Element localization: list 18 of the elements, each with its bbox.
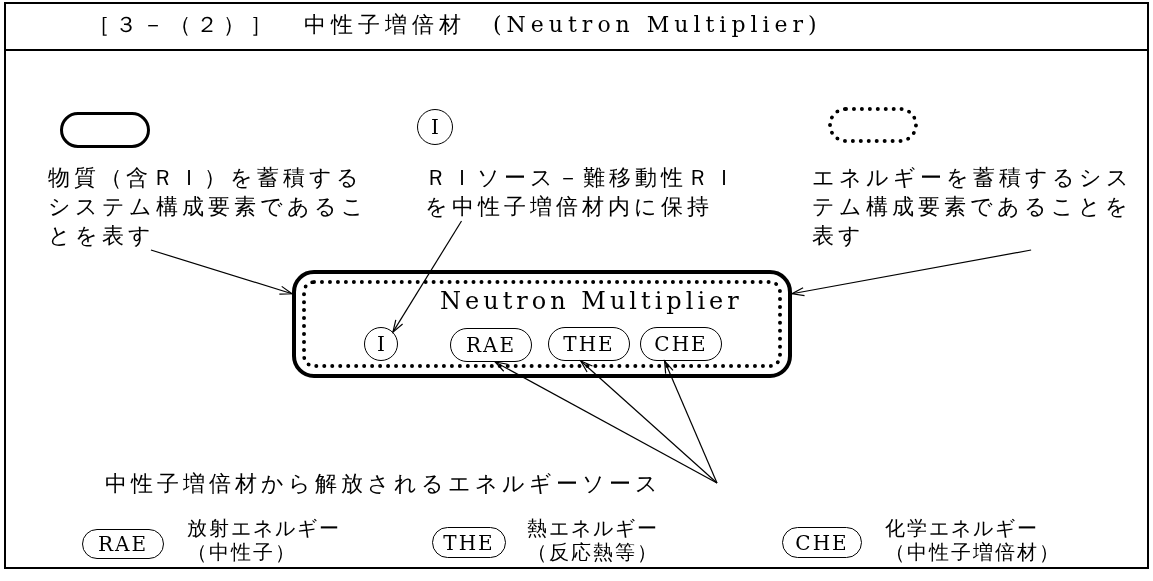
leader-arrow [494, 361, 718, 484]
description-text: エネルギーを蓄積するシステム構成要素であることを表す [812, 163, 1144, 250]
leader-arrow [150, 249, 293, 295]
description-text: ＲＩソース－難移動性ＲＩを中性子増倍材内に保持 [425, 163, 757, 221]
material-store-symbol [60, 112, 150, 148]
energy-description: 放射エネルギー（中性子） [187, 516, 342, 564]
description-text: 物質（含ＲＩ）を蓄積するシステム構成要素であることを表す [48, 163, 380, 250]
leader-arrow [791, 249, 1032, 297]
description-text: 中性子増倍材から解放されるエネルギーソース [105, 469, 717, 497]
leader-arrow [664, 360, 718, 484]
leader-arrow [392, 220, 463, 333]
energy-store-symbol [828, 107, 918, 143]
component-box [292, 270, 792, 378]
component-name: Neutron Multiplier [440, 286, 743, 316]
energy-description: 熱エネルギー（反応熱等） [527, 516, 660, 564]
energy-description: 化学エネルギー（中性子増倍材） [885, 516, 1062, 564]
leader-arrow [580, 360, 718, 484]
title-text: ［３－（２）］ 中性子増倍材 (Neutron Multiplier) [88, 11, 822, 39]
